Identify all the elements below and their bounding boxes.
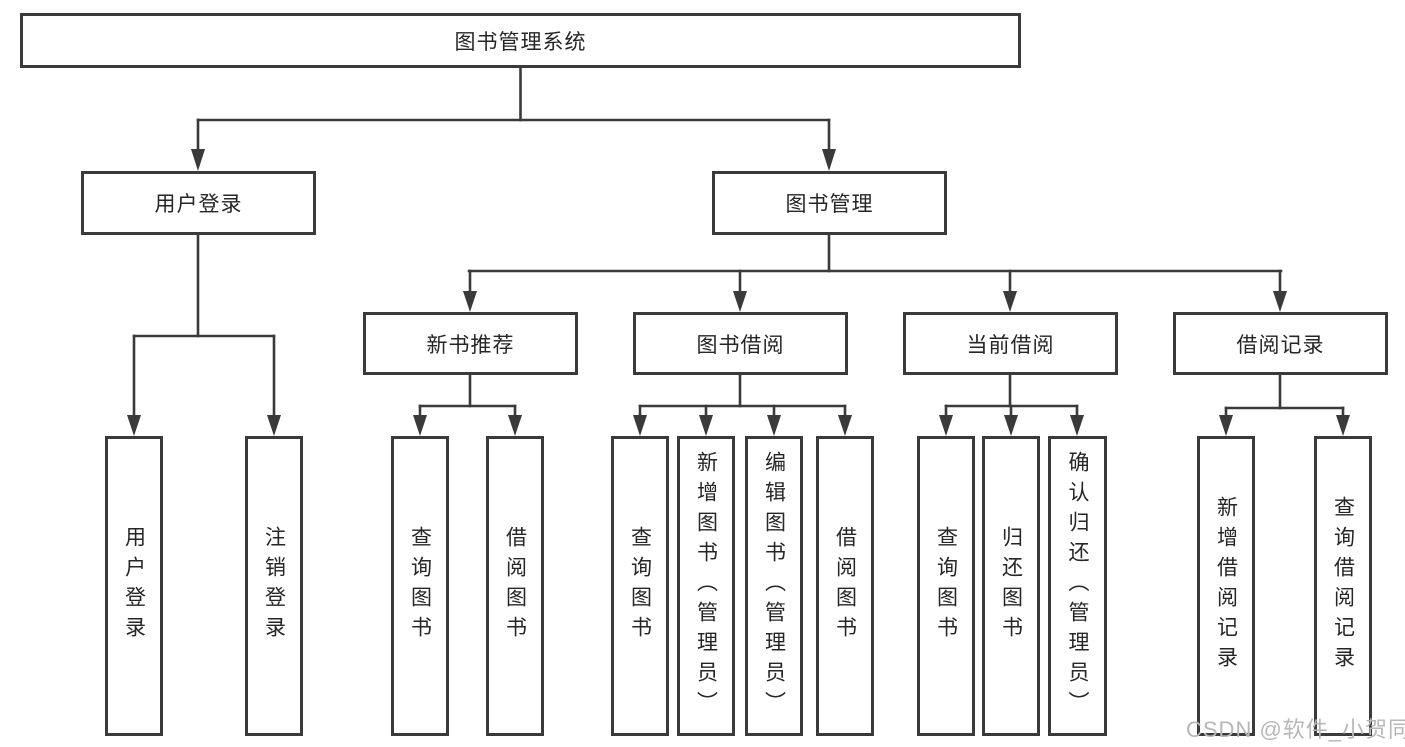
csdn-watermark: CSDN @软件_小贺同学: [1186, 717, 1405, 742]
node-label: 图书借阅: [696, 333, 785, 357]
leaf-label: 确认归还（管理员）: [1066, 451, 1089, 721]
leaf-label: 新增图书（管理员）: [694, 451, 718, 721]
leaf-query-books-borrow: 查询图书: [611, 436, 669, 736]
node-label: 用户登录: [154, 193, 243, 216]
leaf-label: 编辑图书（管理员）: [762, 451, 786, 721]
leaf-label: 新增借阅记录: [1214, 496, 1238, 676]
leaf-label: 查询图书: [628, 526, 652, 646]
leaf-label: 用户登录: [122, 526, 146, 646]
node-label: 新书推荐: [426, 333, 515, 357]
node-current-borrow: 当前借阅: [903, 312, 1118, 375]
leaf-add-books-admin: 新增图书（管理员）: [677, 436, 735, 736]
leaf-return-books: 归还图书: [982, 436, 1040, 736]
node-new-book-recommend: 新书推荐: [363, 312, 578, 375]
node-label: 图书管理系统: [454, 30, 587, 54]
leaf-label: 归还图书: [999, 526, 1023, 646]
leaf-label: 借阅图书: [503, 526, 527, 646]
leaf-query-books-recommend: 查询图书: [391, 436, 449, 736]
leaf-confirm-return-admin: 确认归还（管理员）: [1048, 436, 1107, 736]
leaf-add-borrow-record: 新增借阅记录: [1197, 436, 1255, 736]
node-book-borrow: 图书借阅: [633, 312, 848, 375]
leaf-borrow-books-recommend: 借阅图书: [486, 436, 544, 736]
leaf-query-books-current: 查询图书: [917, 436, 975, 736]
node-label: 图书管理: [785, 193, 874, 216]
node-book-management: 图书管理: [712, 171, 947, 235]
leaf-logout-login: 注销登录: [245, 436, 303, 736]
leaf-label: 查询图书: [934, 526, 958, 646]
leaf-label: 查询图书: [408, 526, 432, 646]
node-borrow-records: 借阅记录: [1173, 312, 1388, 375]
node-label: 借阅记录: [1236, 333, 1325, 357]
leaf-user-login: 用户登录: [105, 436, 163, 736]
node-label: 当前借阅: [966, 333, 1055, 357]
leaf-label: 注销登录: [262, 526, 286, 646]
leaf-label: 借阅图书: [833, 526, 857, 646]
leaf-edit-books-admin: 编辑图书（管理员）: [745, 436, 803, 736]
leaf-borrow-books: 借阅图书: [816, 436, 874, 736]
node-user-login: 用户登录: [81, 171, 316, 235]
leaf-query-borrow-record: 查询借阅记录: [1314, 436, 1372, 736]
node-library-management-system: 图书管理系统: [20, 13, 1021, 68]
leaf-label: 查询借阅记录: [1331, 496, 1355, 676]
